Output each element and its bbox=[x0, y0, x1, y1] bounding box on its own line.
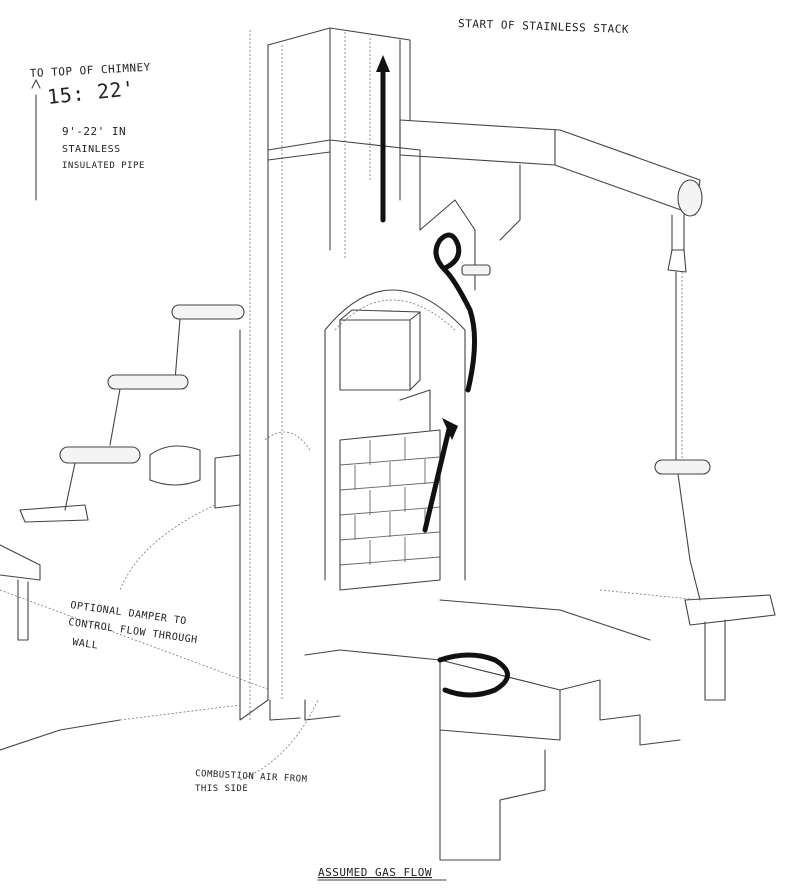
top-note: START OF STAINLESS STACK bbox=[458, 17, 629, 36]
pipe-note-line3: INSULATED PIPE bbox=[62, 161, 145, 171]
chimney-column bbox=[239, 27, 421, 721]
pipe-note-line1: 9'-22' IN bbox=[62, 125, 126, 138]
damper-box bbox=[149, 431, 311, 509]
base-blocks bbox=[0, 599, 681, 861]
air-note-line2: THIS SIDE bbox=[195, 784, 248, 794]
left-stairs bbox=[0, 304, 271, 691]
leader-lines bbox=[31, 79, 319, 781]
air-note-line1: COMBUSTION AIR FROM bbox=[195, 769, 308, 785]
damper-note-line3: WALL bbox=[72, 637, 99, 652]
chimney-height-label: TO TOP OF CHIMNEY bbox=[29, 61, 151, 80]
brick-chamber bbox=[339, 389, 441, 591]
right-support bbox=[599, 214, 776, 701]
caption: ASSUMED GAS FLOW bbox=[318, 866, 432, 879]
mantel-beam bbox=[399, 119, 703, 241]
chimney-height-value: 15: 22' bbox=[46, 76, 136, 109]
firebox bbox=[324, 199, 491, 581]
annotations: START OF STAINLESS STACK TO TOP OF CHIMN… bbox=[29, 17, 629, 881]
gas-flow-path bbox=[376, 55, 510, 698]
pipe-note-line2: STAINLESS bbox=[62, 144, 121, 155]
